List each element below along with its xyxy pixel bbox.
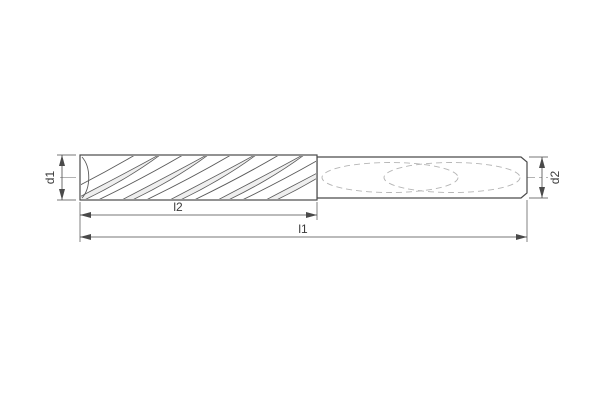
shank-outline: [316, 156, 528, 199]
flute-sliver: [218, 156, 304, 199]
flute-sliver: [122, 156, 208, 199]
flute-helix-line: [99, 156, 183, 199]
flute-helix-line: [81, 156, 135, 186]
tool-shank-section: [316, 156, 528, 199]
dim-label-d1: d1: [43, 171, 57, 185]
dim-label-d2: d2: [548, 171, 562, 185]
tool-flute-section: [79, 154, 318, 201]
flute-helix-line: [195, 156, 279, 199]
flute-sliver: [81, 156, 160, 199]
flute-helix-line: [243, 160, 316, 199]
dimension-d1: d1: [43, 154, 76, 201]
dim-label-l2: l2: [173, 200, 183, 214]
dimension-l1: l1: [80, 200, 528, 242]
flute-helix-line: [147, 156, 231, 199]
flute-sliver: [170, 156, 256, 199]
flute-sliver: [266, 173, 316, 199]
dimension-d2: d2: [529, 156, 562, 199]
coolant-channel-hidden-line: [321, 162, 459, 193]
cutting-end-edge: [81, 156, 90, 199]
dim-label-l1: l1: [298, 222, 308, 236]
coolant-channel-hidden-line: [383, 162, 521, 193]
flute-pattern: [81, 156, 316, 199]
